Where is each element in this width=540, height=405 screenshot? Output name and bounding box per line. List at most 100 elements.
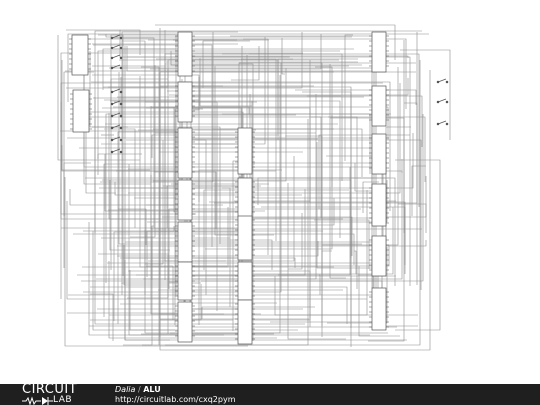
circuit-url[interactable]: http://circuitlab.com/cxq2pym xyxy=(115,395,236,404)
wire xyxy=(395,159,441,331)
wire xyxy=(168,208,361,289)
logo-text-bottom: LAB xyxy=(53,395,73,405)
wire xyxy=(354,163,376,192)
wire xyxy=(139,76,334,268)
ic-chip xyxy=(237,215,253,261)
wire xyxy=(270,270,374,323)
wire xyxy=(109,180,170,251)
ic-chip xyxy=(177,261,193,301)
switch-lever xyxy=(437,78,447,83)
ic-chip xyxy=(72,89,90,133)
ic-chip xyxy=(237,127,253,175)
ic-chip xyxy=(177,179,193,221)
wire xyxy=(118,208,147,245)
schematic-wires xyxy=(57,24,451,351)
wire xyxy=(90,293,114,341)
wire xyxy=(83,63,282,293)
wire xyxy=(105,113,391,283)
wire xyxy=(203,189,349,270)
ic-chip xyxy=(71,34,89,76)
wire xyxy=(328,116,426,182)
wire xyxy=(368,40,405,342)
wire xyxy=(110,34,188,270)
wire xyxy=(144,230,388,334)
wire xyxy=(63,162,91,216)
wire xyxy=(169,78,409,96)
wire xyxy=(146,265,174,320)
wire xyxy=(170,75,281,334)
switch-contact xyxy=(119,36,123,40)
circuitlab-logo[interactable]: CIRCUIT LAB xyxy=(22,383,98,405)
wire xyxy=(142,237,153,346)
wire xyxy=(92,74,200,325)
switch-contact xyxy=(445,122,449,126)
wire xyxy=(362,181,379,213)
wire xyxy=(281,38,285,75)
wire xyxy=(190,55,409,58)
wire xyxy=(127,255,169,299)
wire xyxy=(411,165,426,216)
wire xyxy=(184,63,314,87)
wire xyxy=(192,245,390,267)
wire xyxy=(117,240,427,247)
switch-contact xyxy=(119,126,123,130)
wire xyxy=(307,95,423,147)
switch-contact xyxy=(119,90,123,94)
wire xyxy=(105,34,352,38)
switch-contact xyxy=(119,150,123,154)
wire xyxy=(155,24,396,60)
wire xyxy=(96,159,403,280)
wire xyxy=(398,203,427,233)
wire xyxy=(322,67,399,246)
switch-contact xyxy=(119,46,123,50)
wire xyxy=(98,34,124,276)
ic-chip xyxy=(237,299,253,345)
wire xyxy=(124,260,170,341)
wire xyxy=(69,189,223,206)
wire xyxy=(130,65,156,238)
ic-chip xyxy=(177,81,193,123)
wire xyxy=(66,201,367,300)
wire xyxy=(117,131,190,324)
wire xyxy=(60,130,177,295)
wire xyxy=(112,37,155,228)
switch-contact xyxy=(119,56,123,60)
wire xyxy=(243,162,387,254)
wire xyxy=(261,206,406,265)
wire xyxy=(151,134,248,158)
author-name[interactable]: Dalia xyxy=(115,385,136,394)
wire xyxy=(110,100,341,238)
switch-contact xyxy=(436,80,440,84)
wire xyxy=(128,164,224,336)
wire xyxy=(287,183,346,340)
wire xyxy=(108,113,343,220)
wire xyxy=(126,139,207,295)
circuit-title: ALU xyxy=(143,385,161,394)
wire xyxy=(113,106,250,114)
wire xyxy=(400,49,451,140)
wire xyxy=(57,35,140,161)
wire xyxy=(250,207,394,275)
switch-lever xyxy=(111,34,121,39)
wire xyxy=(121,31,238,295)
wire xyxy=(150,34,322,70)
wire xyxy=(249,53,343,181)
switch-lever xyxy=(437,120,447,125)
wire xyxy=(123,245,169,286)
wire xyxy=(316,142,385,269)
wire xyxy=(329,64,346,279)
wire xyxy=(73,233,355,265)
wire xyxy=(123,119,309,346)
wire xyxy=(97,153,142,159)
footer-bar: CIRCUIT LAB Dalia / ALU http://circuitla… xyxy=(0,383,540,405)
switch-lever xyxy=(111,100,121,105)
ic-chip xyxy=(371,287,387,331)
wire xyxy=(354,250,357,274)
wire xyxy=(146,230,323,277)
wire xyxy=(83,226,175,232)
wire xyxy=(165,63,254,341)
wire xyxy=(170,51,362,66)
switch-contact xyxy=(110,138,114,142)
wire xyxy=(146,107,311,203)
switch-contact xyxy=(436,100,440,104)
